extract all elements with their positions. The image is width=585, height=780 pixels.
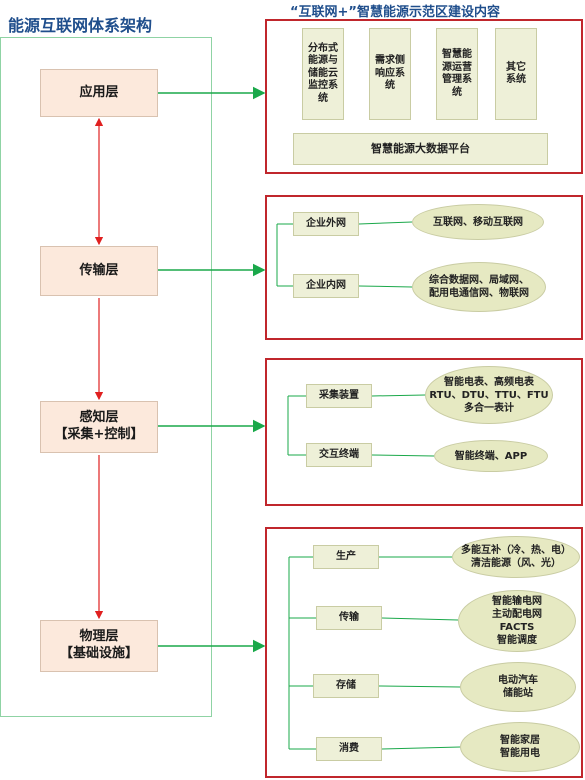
collection-device-desc-line1: 智能电表、高频电表 <box>444 376 534 388</box>
big-data-platform: 智慧能源大数据平台 <box>293 133 548 165</box>
perception-tree <box>287 394 435 457</box>
storage-node: 存储 <box>313 674 379 698</box>
production-label: 生产 <box>336 550 356 562</box>
architecture-panel <box>0 37 212 717</box>
production-desc: 多能互补（冷、热、电） 清洁能源（风、光） <box>452 536 580 578</box>
layer-transmission: 传输层 <box>40 246 158 296</box>
enterprise-internal-network-label: 企业内网 <box>306 279 346 291</box>
layer-application-label: 应用层 <box>79 84 119 100</box>
app-system-distributed: 分布式能源与储能云监控系统 <box>302 28 344 120</box>
transport-desc-line1: 智能输电网 <box>492 596 542 607</box>
interactive-terminal: 交互终端 <box>306 443 372 467</box>
transport-desc-line3: FACTS <box>499 622 535 633</box>
interactive-terminal-desc: 智能终端、APP <box>434 440 548 472</box>
transport-desc-line2: 主动配电网 <box>492 609 542 620</box>
collection-device-desc-line2: RTU、DTU、TTU、FTU <box>429 389 549 401</box>
enterprise-external-network-label: 企业外网 <box>306 217 346 229</box>
production-desc-line1: 多能互补（冷、热、电） <box>461 545 571 556</box>
layer-perception: 感知层 【采集+控制】 <box>40 401 158 453</box>
collection-device-label: 采集装置 <box>319 389 359 401</box>
storage-desc-line2: 储能站 <box>503 688 533 699</box>
transport-desc: 智能输电网 主动配电网 FACTS 智能调度 <box>458 590 576 652</box>
layer-perception-sublabel: 【采集+控制】 <box>54 427 144 442</box>
collection-device: 采集装置 <box>306 384 372 408</box>
storage-label: 存储 <box>336 679 356 691</box>
app-system-operation: 智慧能源运营管理系统 <box>436 28 478 120</box>
interactive-terminal-label: 交互终端 <box>319 448 359 460</box>
app-system-demand-response-label: 需求侧响应系统 <box>375 55 405 92</box>
transmission-tree <box>276 221 413 288</box>
storage-desc-line1: 电动汽车 <box>498 675 538 686</box>
big-data-platform-label: 智慧能源大数据平台 <box>371 142 470 156</box>
physical-tree <box>288 556 461 750</box>
transport-label: 传输 <box>339 611 359 623</box>
internal-network-desc-line1: 综合数据网、局域网、 <box>429 275 529 286</box>
enterprise-internal-network: 企业内网 <box>293 274 359 298</box>
app-system-other: 其它系统 <box>495 28 537 120</box>
app-system-distributed-label: 分布式能源与储能云监控系统 <box>308 42 338 104</box>
layer-perception-label: 感知层 <box>79 410 119 426</box>
collection-device-desc-line3: 多合一表计 <box>464 402 514 414</box>
app-system-operation-label: 智慧能源运营管理系统 <box>442 49 472 98</box>
collection-device-desc: 智能电表、高频电表 RTU、DTU、TTU、FTU 多合一表计 <box>425 366 553 424</box>
consumption-desc-line1: 智能家居 <box>500 735 540 746</box>
internal-network-desc-line2: 配用电通信网、物联网 <box>429 288 529 299</box>
production-node: 生产 <box>313 545 379 569</box>
app-system-other-label: 其它系统 <box>506 61 526 86</box>
transport-desc-line4: 智能调度 <box>497 635 537 646</box>
diagram-title-right: “互联网+”智慧能源示范区建设内容 <box>290 5 500 20</box>
app-system-demand-response: 需求侧响应系统 <box>369 28 411 120</box>
production-desc-line2: 清洁能源（风、光） <box>471 558 561 569</box>
consumption-label: 消费 <box>339 742 359 754</box>
internal-network-desc: 综合数据网、局域网、 配用电通信网、物联网 <box>412 262 546 312</box>
consumption-node: 消费 <box>316 737 382 761</box>
transport-node: 传输 <box>316 606 382 630</box>
consumption-desc: 智能家居 智能用电 <box>460 722 580 772</box>
consumption-desc-line2: 智能用电 <box>500 748 540 759</box>
layer-physical-sublabel: 【基础设施】 <box>59 646 138 661</box>
layer-physical-label: 物理层 <box>79 629 119 645</box>
storage-desc: 电动汽车 储能站 <box>460 662 576 712</box>
enterprise-external-network: 企业外网 <box>293 212 359 236</box>
layer-application: 应用层 <box>40 69 158 117</box>
external-network-desc-text: 互联网、移动互联网 <box>433 216 523 228</box>
layer-transmission-label: 传输层 <box>79 262 119 278</box>
external-network-desc: 互联网、移动互联网 <box>412 204 544 240</box>
diagram-title-left: 能源互联网体系架构 <box>8 16 153 35</box>
interactive-terminal-desc-text: 智能终端、APP <box>454 450 528 462</box>
layer-physical: 物理层 【基础设施】 <box>40 620 158 672</box>
